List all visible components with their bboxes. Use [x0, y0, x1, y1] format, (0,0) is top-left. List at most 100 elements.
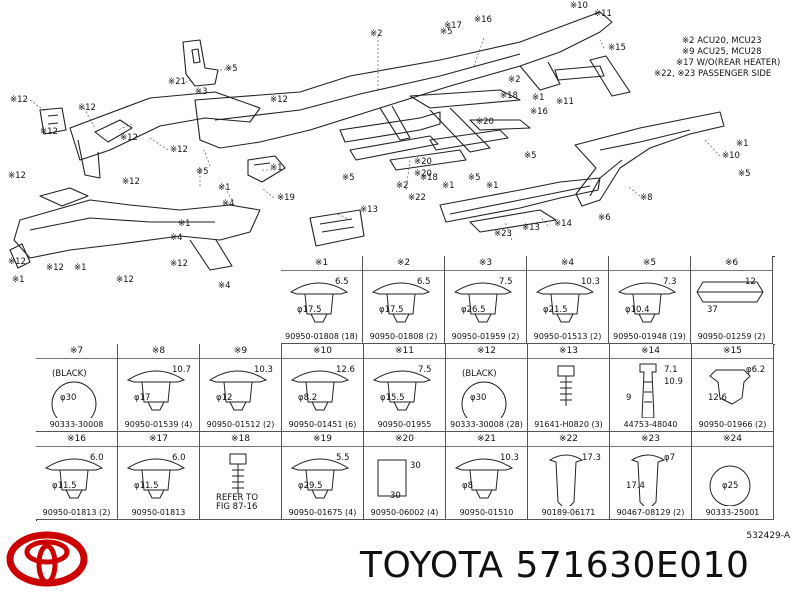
clip-id: ※15 [692, 344, 773, 359]
clip-dimension: φ21.5 [543, 305, 568, 315]
clip-dimension: 17.3 [582, 453, 601, 463]
clip-id: ※20 [364, 432, 445, 447]
callout-12-l: ※12 [40, 127, 58, 137]
clip-dimension: φ10.4 [625, 305, 650, 315]
clip-drawing [44, 458, 104, 499]
clip-part-number: 90189-06171 [541, 508, 596, 517]
callout-1-h: ※1 [532, 93, 545, 103]
clip-part-number: 90950-01813 [131, 508, 186, 517]
clip-part-number: 90467-08129 (2) [616, 508, 685, 517]
clip-part-number: 90950-06002 (4) [370, 508, 439, 517]
callout-12-i: ※12 [46, 263, 64, 273]
clip-part-number: 90950-01675 (4) [288, 508, 357, 517]
clip-id: ※5 [609, 256, 690, 271]
callout-22: ※22 [408, 193, 426, 203]
clip-part-number: 91641-H0820 (3) [534, 420, 603, 429]
clip-dimension: φ12 [216, 393, 233, 403]
clip-part-number: 90333-25001 [705, 508, 760, 517]
clip-drawing [126, 458, 186, 499]
clip-id: ※12 [446, 344, 527, 359]
clip-id: ※2 [363, 256, 444, 271]
clip-dimension: φ26.5 [461, 305, 486, 315]
callout-15: ※15 [608, 43, 626, 53]
clip-dimension: φ17.5 [379, 305, 404, 315]
clip-id: ※14 [610, 344, 691, 359]
clip-part-number: 90950-01966 (2) [698, 420, 767, 429]
callout-4-b: ※4 [218, 281, 231, 291]
callout-1-g: ※1 [486, 181, 499, 191]
callout-5-f: ※5 [738, 169, 751, 179]
reference-code: 532429-A [746, 531, 790, 541]
clip-dimension: 37 [707, 305, 718, 315]
callout-20-c: ※20 [414, 169, 432, 179]
clip-dimension: 7.3 [663, 277, 677, 287]
toyota-logo [6, 531, 88, 587]
callout-12-b: ※12 [78, 103, 96, 113]
clip-drawing [208, 370, 268, 411]
clip-dimension: φ8.2 [298, 393, 318, 403]
callout-12-k: ※12 [116, 275, 134, 285]
brand-title: TOYOTA 571630E010 [360, 545, 750, 586]
note-22-23: ※22, ※23 PASSENGER SIDE [654, 69, 772, 79]
clip-dimension: 6.0 [90, 453, 104, 463]
clip-part-number: 90950-01959 (2) [451, 332, 520, 341]
clip-dimension: φ25 [722, 481, 739, 491]
callout-5-b: ※5 [342, 173, 355, 183]
note-2: ※2 ACU20, MCU23 [682, 36, 762, 46]
clip-id: ※9 [200, 344, 281, 359]
clip-drawing [709, 369, 751, 405]
clip-drawing [548, 454, 584, 506]
clip-dimension: 10.7 [172, 365, 191, 375]
clip-cell-20: ※20 30 30 90950-06002 (4) [364, 432, 446, 520]
clip-dimension: 9 [626, 393, 632, 403]
callout-13: ※13 [360, 205, 378, 215]
clip-dimension: FIG 87-16 [216, 502, 258, 512]
clip-part-number: 90950-01512 (2) [206, 420, 275, 429]
clip-id: ※3 [445, 256, 526, 271]
clip-drawing [709, 465, 751, 506]
callout-5-e: ※5 [524, 151, 537, 161]
clip-drawing [229, 453, 247, 494]
clip-dimension: 10.3 [500, 453, 519, 463]
clip-drawing [290, 370, 350, 411]
callout-5-c: ※5 [468, 173, 481, 183]
callout-8: ※8 [640, 193, 653, 203]
clip-dimension: φ17 [134, 393, 151, 403]
clip-drawing [126, 370, 186, 411]
callout-1-c: ※1 [74, 263, 87, 273]
callout-11-a: ※11 [594, 9, 612, 19]
clip-part-number: 90950-01539 (4) [124, 420, 193, 429]
clip-dimension: 6.0 [172, 453, 186, 463]
callout-12-d: ※12 [170, 145, 188, 155]
callout-3: ※3 [195, 87, 208, 97]
clip-dimension: 17.4 [626, 481, 645, 491]
clip-dimension: 30 [410, 461, 421, 471]
clip-dimension: 30 [390, 491, 401, 501]
clip-drawing [290, 458, 350, 499]
clip-part-number: 90950-01955 [377, 420, 432, 429]
callout-10-a: ※10 [570, 1, 588, 11]
clip-part-number: 90333-30008 [49, 420, 104, 429]
clip-dimension: 12 [745, 277, 756, 287]
clip-drawing [372, 370, 432, 411]
callout-20-b: ※20 [476, 117, 494, 127]
clip-dimension: (BLACK) [52, 369, 87, 379]
clip-id: ※24 [692, 432, 773, 447]
clip-dimension: 7.1 [664, 365, 678, 375]
clip-drawing [696, 281, 764, 303]
callout-12-c: ※12 [120, 133, 138, 143]
clip-drawing [639, 363, 657, 418]
clip-id: ※7 [36, 344, 117, 359]
clip-id: ※10 [282, 344, 363, 359]
clip-id: ※6 [691, 256, 772, 271]
